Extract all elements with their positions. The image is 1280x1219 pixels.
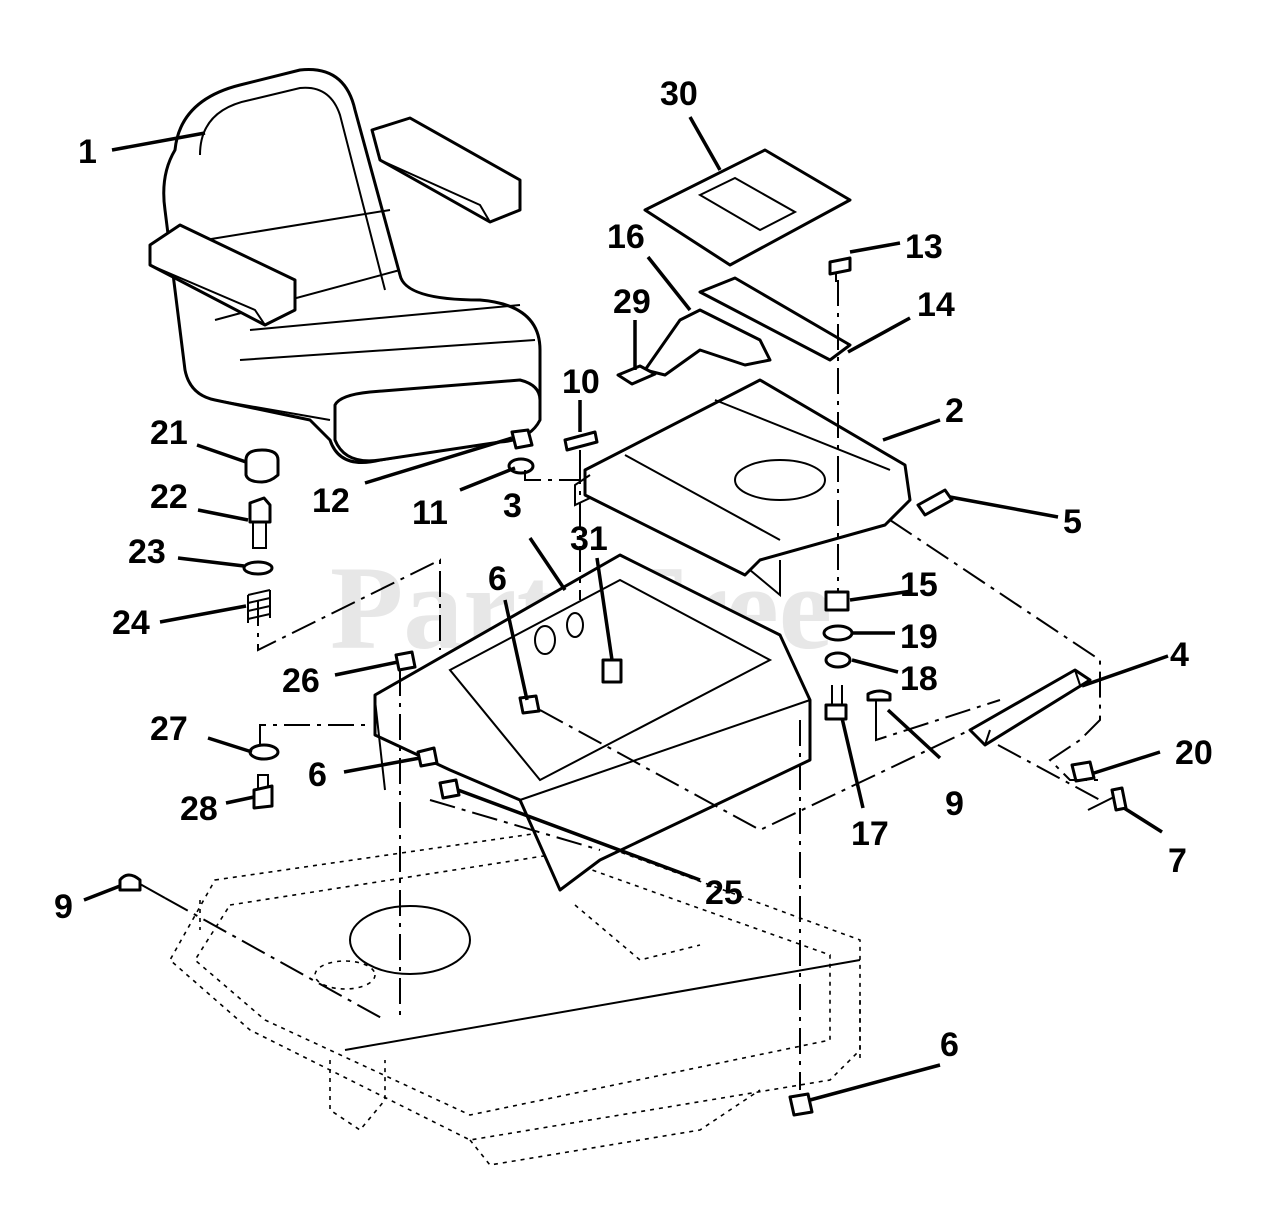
callout-21: 21 bbox=[150, 414, 188, 452]
callout-1: 1 bbox=[78, 133, 97, 171]
callout-15: 15 bbox=[900, 566, 938, 604]
callout-30: 30 bbox=[660, 75, 698, 113]
callout-6-middle: 6 bbox=[308, 756, 327, 794]
callout-3: 3 bbox=[503, 487, 522, 525]
callout-6-lower: 6 bbox=[940, 1026, 959, 1064]
callout-7: 7 bbox=[1168, 842, 1187, 880]
callout-10: 10 bbox=[562, 363, 600, 401]
callout-23: 23 bbox=[128, 533, 166, 571]
part-2-seat-pan bbox=[574, 378, 912, 598]
callout-17: 17 bbox=[851, 815, 889, 853]
callout-31: 31 bbox=[570, 520, 608, 558]
callout-29: 29 bbox=[613, 283, 651, 321]
assembly-lines bbox=[164, 280, 1101, 1090]
callout-26: 26 bbox=[282, 662, 320, 700]
part-30-plate bbox=[643, 148, 852, 267]
callout-9-right: 9 bbox=[945, 785, 964, 823]
seat bbox=[148, 68, 542, 464]
callout-13: 13 bbox=[905, 228, 943, 266]
mower-frame bbox=[168, 829, 861, 1166]
callout-6-upper: 6 bbox=[488, 560, 507, 598]
callout-14: 14 bbox=[917, 286, 955, 324]
callout-12: 12 bbox=[312, 482, 350, 520]
part-29-block bbox=[616, 364, 657, 386]
callout-labels: 1 30 16 13 29 14 10 2 21 12 11 22 5 3 31… bbox=[54, 75, 1213, 1064]
leader-lines bbox=[83, 116, 1169, 1102]
callout-27: 27 bbox=[150, 710, 188, 748]
callout-9-left: 9 bbox=[54, 888, 73, 926]
callout-19: 19 bbox=[900, 618, 938, 656]
callout-28: 28 bbox=[180, 790, 218, 828]
callout-20: 20 bbox=[1175, 734, 1213, 772]
callout-5: 5 bbox=[1063, 503, 1082, 541]
part-3-seat-support bbox=[373, 553, 812, 892]
callout-11: 11 bbox=[412, 494, 448, 532]
callout-25: 25 bbox=[705, 874, 743, 912]
callout-24: 24 bbox=[112, 604, 150, 642]
callout-2: 2 bbox=[945, 392, 964, 430]
callout-18: 18 bbox=[900, 660, 938, 698]
callout-16: 16 bbox=[607, 218, 645, 256]
callout-22: 22 bbox=[150, 478, 188, 516]
part-4-bracket bbox=[968, 668, 1092, 747]
callout-4: 4 bbox=[1170, 636, 1189, 674]
